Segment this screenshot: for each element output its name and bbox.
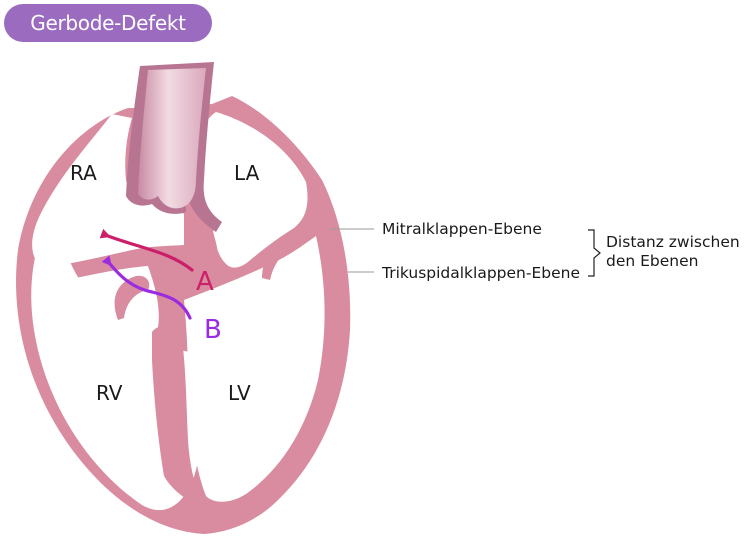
lv-cavity [184,236,325,502]
label-ra: RA [70,161,97,185]
arrow-a-label: A [196,267,214,297]
rv-cavity [43,266,159,502]
tricuspid-level-label: Trikuspidalklappen-Ebene [381,264,580,282]
mitral-leaflet [262,232,304,280]
arrow-b [101,255,192,320]
distance-label-line1: Distanz zwischen [606,233,740,251]
distance-label-line2: den Ebenen [606,252,698,270]
aorta-lumen [138,68,206,209]
mitral-level-label: Mitralklappen-Ebene [382,220,542,238]
septum [152,324,204,506]
title-badge: Gerbode-Defekt [4,4,212,42]
atrial-septum [186,200,232,280]
la-cavity [198,112,308,268]
ra-cavity [32,114,184,268]
distance-bracket [588,229,601,277]
label-rv: RV [96,381,123,405]
label-lv: LV [228,381,251,405]
tricuspid-leaflet [114,275,150,320]
arrow-b-label: B [204,315,222,345]
arrow-a [99,228,194,272]
label-la: LA [234,161,260,185]
